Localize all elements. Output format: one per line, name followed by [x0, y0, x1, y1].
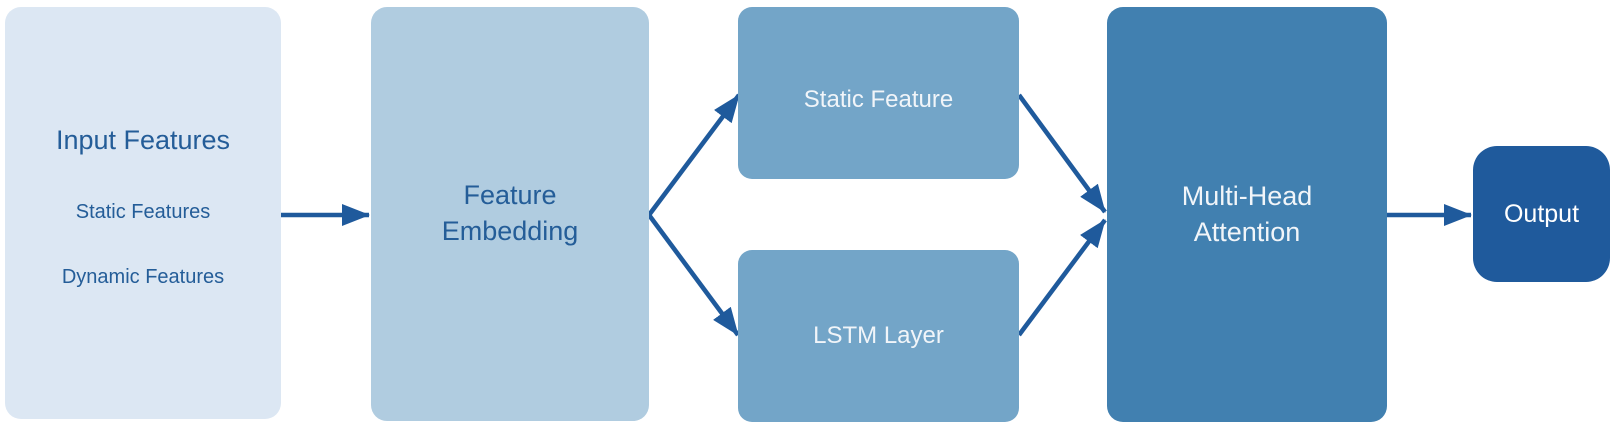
input-features-title: Input Features: [55, 125, 231, 155]
multi-head-attention-label: Multi-Head Attention: [1181, 180, 1313, 247]
static-feature-label: Static Feature: [803, 86, 954, 114]
node-input-features: Input Features Static Features Dynamic F…: [5, 7, 281, 419]
node-output: Output: [1473, 146, 1610, 282]
arrow-lstm-to-attention: [1017, 218, 1107, 337]
output-label: Output: [1503, 199, 1580, 228]
arrow-embedding-to-static-feature: [647, 93, 741, 217]
lstm-layer-label: LSTM Layer: [813, 322, 944, 350]
node-lstm-layer: LSTM Layer: [738, 250, 1019, 422]
arrow-embedding-to-lstm: [647, 213, 740, 337]
feature-embedding-label: Feature Embedding: [441, 180, 579, 246]
node-static-feature: Static Feature: [738, 7, 1019, 179]
node-feature-embedding: Feature Embedding: [371, 7, 649, 421]
node-multi-head-attention: Multi-Head Attention: [1107, 7, 1387, 422]
arrow-static-feature-to-attention: [1017, 93, 1107, 214]
input-item-dynamic-features: Dynamic Features: [61, 266, 225, 288]
input-item-static-features: Static Features: [75, 201, 211, 223]
